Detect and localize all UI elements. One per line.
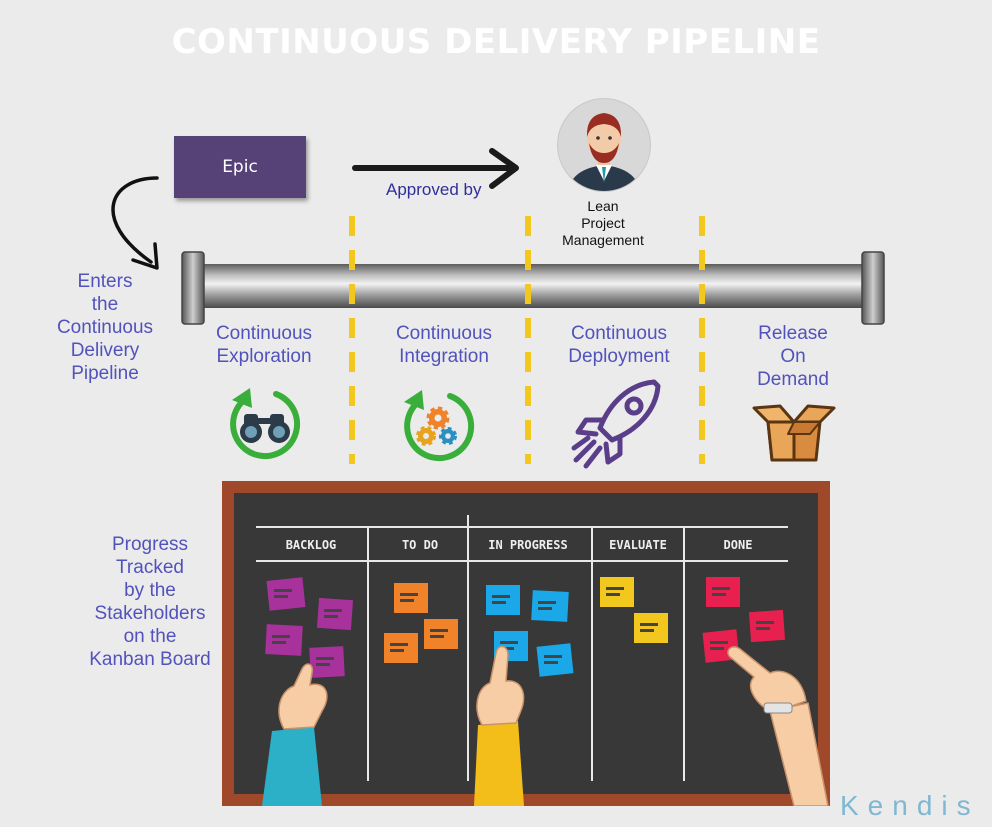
rocket-icon bbox=[571, 379, 661, 469]
lean-manager-avatar bbox=[557, 98, 651, 192]
curved-entry-arrow-icon bbox=[111, 176, 159, 270]
progress-tracked-label: Progress Tracked by the Stakeholders on … bbox=[80, 533, 220, 671]
stage-line: Demand bbox=[757, 369, 829, 390]
sticky-note bbox=[394, 583, 428, 613]
caption-line: by the bbox=[124, 580, 176, 601]
pipeline-tube bbox=[181, 251, 885, 325]
caption-line: on the bbox=[123, 626, 177, 647]
sticky-note bbox=[748, 609, 786, 643]
stage-line: Continuous bbox=[395, 323, 493, 344]
epic-label: Epic bbox=[222, 157, 258, 177]
binoculars-cycle-icon bbox=[230, 388, 301, 460]
kanban-board: BACKLOG TO DO IN PROGRESS EVALUATE DONE bbox=[222, 481, 830, 806]
gears-cycle-icon bbox=[404, 390, 475, 462]
page-title: CONTINUOUS DELIVERY PIPELINE bbox=[171, 22, 821, 62]
right-hand bbox=[727, 646, 829, 806]
sticky-note bbox=[316, 597, 354, 631]
role-line: Management bbox=[562, 232, 644, 248]
stage-continuous-integration: Continuous Integration bbox=[369, 322, 519, 368]
stage-dividers bbox=[349, 216, 705, 464]
entry-line: Pipeline bbox=[71, 363, 139, 384]
column-header-todo: TO DO bbox=[402, 538, 438, 552]
kendis-brand-logo: Kendis bbox=[840, 790, 980, 821]
sticky-note bbox=[706, 577, 740, 607]
role-line: Project bbox=[581, 215, 625, 231]
stage-release-on-demand: Release On Demand bbox=[718, 322, 868, 391]
stage-line: Deployment bbox=[568, 346, 670, 367]
role-line: Lean bbox=[587, 198, 619, 214]
open-box-icon bbox=[752, 404, 836, 462]
caption-line: Tracked bbox=[116, 557, 184, 578]
stage-continuous-exploration: Continuous Exploration bbox=[189, 322, 339, 368]
entry-line: Enters bbox=[77, 271, 133, 292]
sticky-note bbox=[536, 643, 574, 677]
sticky-note bbox=[600, 577, 634, 607]
column-header-done: DONE bbox=[724, 538, 753, 552]
sticky-note bbox=[634, 613, 668, 643]
epic-box: Epic bbox=[174, 136, 306, 198]
stage-line: Continuous bbox=[570, 323, 668, 344]
entry-line: the bbox=[91, 294, 119, 315]
column-header-backlog: BACKLOG bbox=[286, 538, 337, 552]
enters-pipeline-label: Enters the Continuous Delivery Pipeline bbox=[40, 270, 170, 385]
sticky-note bbox=[266, 577, 306, 611]
caption-line: Progress bbox=[111, 534, 189, 555]
stage-line: Exploration bbox=[216, 346, 312, 367]
left-hand bbox=[262, 663, 328, 806]
approval-arrow-icon bbox=[352, 148, 519, 189]
lean-project-management-label: Lean Project Management bbox=[548, 198, 658, 249]
stage-line: On bbox=[780, 346, 806, 367]
sticky-note bbox=[309, 646, 345, 678]
entry-line: Delivery bbox=[70, 340, 140, 361]
stage-continuous-deployment: Continuous Deployment bbox=[544, 322, 694, 368]
approved-by-label: Approved by bbox=[386, 180, 482, 199]
caption-line: Stakeholders bbox=[94, 603, 206, 624]
caption-line: Kanban Board bbox=[89, 649, 211, 670]
center-hand bbox=[474, 645, 525, 806]
sticky-note bbox=[531, 590, 569, 622]
stage-line: Release bbox=[758, 323, 828, 344]
stage-line: Continuous bbox=[215, 323, 313, 344]
sticky-note bbox=[486, 585, 520, 615]
entry-line: Continuous bbox=[56, 317, 154, 338]
stage-line: Integration bbox=[399, 346, 489, 367]
sticky-note bbox=[424, 619, 458, 649]
sticky-note bbox=[265, 624, 303, 656]
sticky-note bbox=[384, 633, 418, 663]
column-header-inprogress: IN PROGRESS bbox=[488, 538, 567, 552]
column-header-evaluate: EVALUATE bbox=[609, 538, 667, 552]
